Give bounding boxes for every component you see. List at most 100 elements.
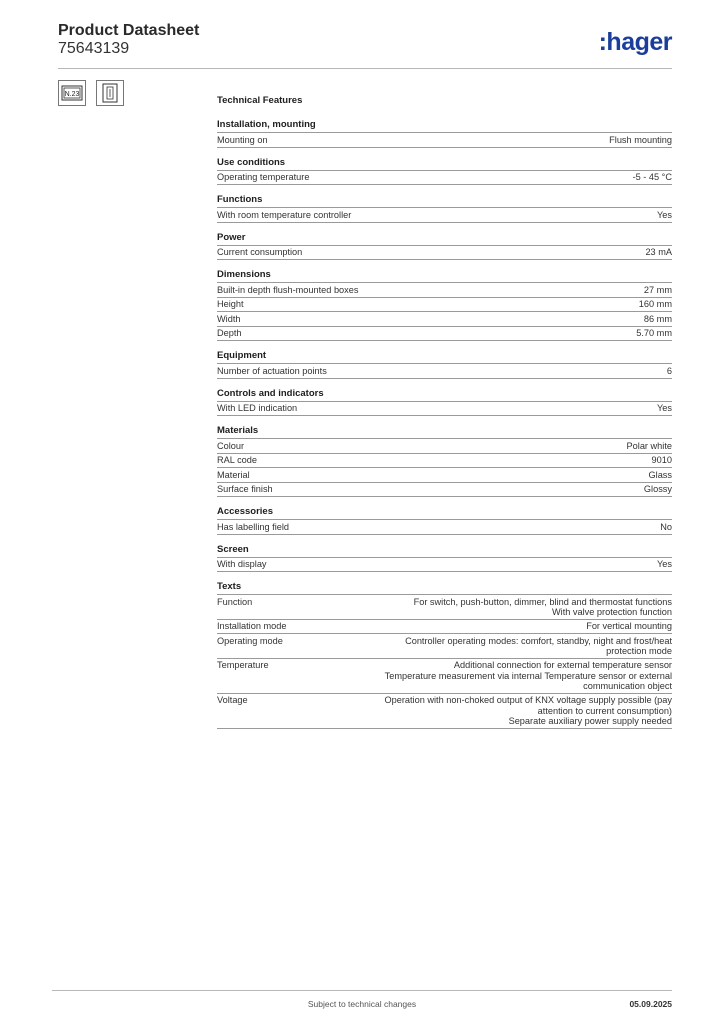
feature-value: Glossy xyxy=(643,484,672,494)
feature-label: Number of actuation points xyxy=(217,365,327,376)
feature-label: Operating temperature xyxy=(217,172,310,182)
feature-label: Material xyxy=(217,469,250,480)
feature-value: Yes xyxy=(657,559,672,569)
section-title: Use conditions xyxy=(217,157,672,171)
section-title: Dimensions xyxy=(217,269,672,283)
feature-value: 86 mm xyxy=(643,313,672,324)
feature-label: Mounting on xyxy=(217,134,268,145)
feature-label: With room temperature controller xyxy=(217,209,352,220)
feature-row: Current consumption 23 mA xyxy=(217,246,672,260)
feature-row: Operating temperature -5 - 45 °C xyxy=(217,171,672,185)
brand-logo: :hager xyxy=(598,28,673,56)
feature-label: Operating mode xyxy=(217,635,283,646)
feature-value: Yes xyxy=(657,403,672,413)
feature-label: Height xyxy=(217,299,244,309)
feature-value: 9010 xyxy=(651,455,672,465)
display-thermostat-icon: N.23 xyxy=(58,80,86,106)
section-title: Installation, mounting xyxy=(217,119,672,133)
feature-value: Operation with non-choked output of KNX … xyxy=(384,695,672,726)
feature-row: Operating mode Controller operating modes… xyxy=(217,634,672,659)
header-divider xyxy=(58,68,672,69)
section-title: Texts xyxy=(217,581,672,595)
feature-row: With LED indication Yes xyxy=(217,402,672,416)
section-title: Power xyxy=(217,232,672,246)
icon-text: N.23 xyxy=(65,91,80,98)
feature-row: With room temperature controller Yes xyxy=(217,208,672,223)
feature-label: Installation mode xyxy=(217,621,287,631)
feature-row: Colour Polar white xyxy=(217,439,672,454)
feature-value: Controller operating modes: comfort, sta… xyxy=(405,635,672,657)
feature-row: Installation mode For vertical mounting xyxy=(217,620,672,634)
feature-value: Flush mounting xyxy=(609,134,672,145)
feature-label: Has labelling field xyxy=(217,521,290,532)
section-title: Equipment xyxy=(217,350,672,364)
footer-date: 05.09.2025 xyxy=(629,999,672,1009)
flush-mount-device-icon xyxy=(96,80,124,106)
feature-label: Voltage xyxy=(217,695,248,705)
feature-row: Function For switch, push-button, dimmer,… xyxy=(217,595,672,620)
feature-label: Surface finish xyxy=(217,484,273,494)
footer-note: Subject to technical changes xyxy=(307,999,417,1009)
footer-divider xyxy=(52,990,672,991)
document-title: Product Datasheet xyxy=(58,22,200,39)
product-icons: N.23 xyxy=(58,80,124,106)
document-header: Product Datasheet 75643139 xyxy=(58,22,199,58)
feature-row: RAL code 9010 xyxy=(217,454,672,468)
feature-row: Height 160 mm xyxy=(217,298,672,312)
feature-label: Function xyxy=(217,596,253,607)
feature-row: Number of actuation points 6 xyxy=(217,364,672,379)
feature-value: Additional connection for external tempe… xyxy=(384,660,672,691)
feature-label: RAL code xyxy=(217,455,258,465)
feature-label: Temperature xyxy=(217,660,269,670)
feature-row: Surface finish Glossy xyxy=(217,483,672,497)
product-number: 75643139 xyxy=(58,40,130,57)
feature-value: 160 mm xyxy=(638,299,672,309)
feature-value: 6 xyxy=(666,365,672,376)
feature-row: Voltage Operation with non-choked output … xyxy=(217,694,672,729)
feature-row: Has labelling field No xyxy=(217,520,672,535)
feature-label: Colour xyxy=(217,440,245,451)
technical-features: Technical Features Installation, mountin… xyxy=(217,95,672,738)
feature-row: Material Glass xyxy=(217,468,672,483)
feature-value: 27 mm xyxy=(643,284,672,295)
feature-value: -5 - 45 °C xyxy=(632,172,672,182)
feature-value: Glass xyxy=(648,469,673,480)
feature-row: Depth 5.70 mm xyxy=(217,327,672,341)
feature-value: Polar white xyxy=(626,440,672,451)
feature-value: For vertical mounting xyxy=(586,621,672,631)
section-title: Controls and indicators xyxy=(217,388,672,402)
feature-row: Built-in depth flush-mounted boxes 27 mm xyxy=(217,283,672,298)
feature-value: No xyxy=(660,521,672,532)
feature-value: 5.70 mm xyxy=(636,328,672,338)
feature-value: For switch, push-button, dimmer, blind a… xyxy=(413,596,672,618)
feature-value: Yes xyxy=(657,209,672,220)
section-title: Materials xyxy=(217,425,672,439)
feature-label: Current consumption xyxy=(217,247,303,257)
section-title: Screen xyxy=(217,544,672,558)
feature-label: Depth xyxy=(217,328,242,338)
feature-row: Temperature Additional connection for ext… xyxy=(217,659,672,694)
technical-features-title: Technical Features xyxy=(217,95,303,106)
feature-row: Mounting on Flush mounting xyxy=(217,133,672,148)
section-title: Functions xyxy=(217,194,672,208)
feature-label: With LED indication xyxy=(217,403,298,413)
feature-value: 23 mA xyxy=(645,247,672,257)
feature-row: Width 86 mm xyxy=(217,312,672,327)
feature-label: Built-in depth flush-mounted boxes xyxy=(217,284,359,295)
feature-label: Width xyxy=(217,313,241,324)
section-title: Accessories xyxy=(217,506,672,520)
feature-label: With display xyxy=(217,559,267,569)
feature-row: With display Yes xyxy=(217,558,672,572)
